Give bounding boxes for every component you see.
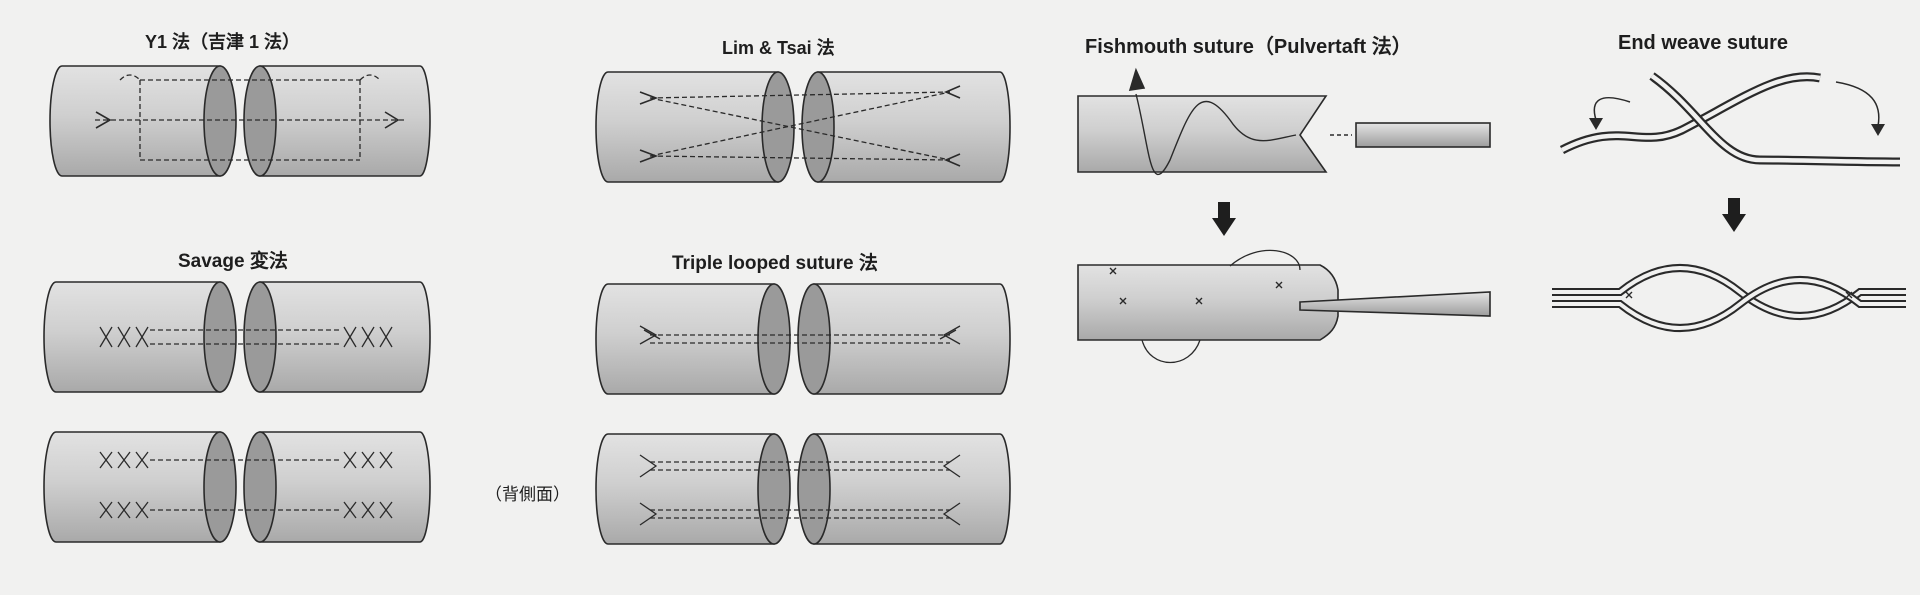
right-tendon bbox=[259, 431, 431, 543]
savage-figure bbox=[43, 281, 431, 393]
left-tendon-end bbox=[757, 283, 791, 395]
graft-tendon bbox=[1355, 122, 1491, 148]
suture-thread bbox=[1135, 93, 1297, 176]
triple-looped-figure bbox=[595, 283, 1011, 395]
triple-looped-dorsal-figure bbox=[595, 433, 1011, 545]
right-tendon bbox=[259, 281, 431, 393]
end-weave-figure-before bbox=[1559, 72, 1901, 167]
suture-lines bbox=[639, 454, 961, 526]
fishmouth-tendon bbox=[1077, 95, 1328, 173]
left-tendon-end bbox=[203, 431, 237, 543]
fishmouth-figure-after bbox=[1077, 249, 1491, 363]
left-tendon bbox=[43, 431, 221, 543]
right-tendon-end bbox=[243, 281, 277, 393]
fishmouth-label: Fishmouth suture（Pulvertaft 法） bbox=[1085, 36, 1412, 58]
suture-anchor bbox=[639, 85, 961, 167]
right-tendon-end bbox=[243, 65, 277, 177]
fishmouth-tendon bbox=[1077, 264, 1339, 341]
suture-lines bbox=[99, 326, 393, 348]
savage-label: Savage 変法 bbox=[178, 251, 288, 272]
fishmouth-figure-before bbox=[1077, 67, 1491, 176]
graft-tendon bbox=[1299, 291, 1491, 317]
suture-knots bbox=[1109, 267, 1283, 305]
suture-anchor bbox=[95, 111, 400, 129]
left-tendon bbox=[595, 71, 779, 183]
suture-lines bbox=[95, 74, 405, 161]
right-tendon bbox=[813, 433, 1011, 545]
end-weave-label: End weave suture bbox=[1618, 32, 1789, 54]
needle-tip bbox=[1128, 67, 1146, 91]
suture-lines bbox=[639, 325, 961, 345]
suture-loop bbox=[1229, 249, 1301, 271]
lim-tsai-label: Lim & Tsai 法 bbox=[722, 38, 835, 58]
end-weave-figure-after bbox=[1552, 264, 1906, 332]
savage-dorsal-figure bbox=[43, 431, 431, 543]
left-tendon-end bbox=[203, 65, 237, 177]
suture-lines bbox=[99, 451, 393, 519]
left-tendon-end bbox=[761, 71, 795, 183]
dorsal-view-label: （背側面） bbox=[485, 485, 570, 504]
suture-knots bbox=[1625, 291, 1853, 299]
y1-method-figure bbox=[49, 65, 431, 177]
left-tendon bbox=[43, 281, 221, 393]
right-tendon-end bbox=[797, 433, 831, 545]
y1-method-label: Y1 法（吉津 1 法） bbox=[145, 32, 301, 52]
right-tendon bbox=[259, 65, 431, 177]
curved-arrow-icon bbox=[1593, 81, 1880, 127]
right-tendon bbox=[813, 283, 1011, 395]
arrow-down-icon bbox=[1722, 198, 1746, 232]
right-tendon-end bbox=[797, 283, 831, 395]
left-tendon bbox=[49, 65, 221, 177]
arrow-down-icon bbox=[1212, 202, 1236, 236]
left-tendon-end bbox=[757, 433, 791, 545]
triple-looped-label: Triple looped suture 法 bbox=[672, 253, 878, 274]
left-tendon bbox=[595, 283, 775, 395]
left-tendon-end bbox=[203, 281, 237, 393]
lim-tsai-figure bbox=[595, 71, 1011, 183]
right-tendon bbox=[817, 71, 1011, 183]
right-tendon-end bbox=[801, 71, 835, 183]
right-tendon-end bbox=[243, 431, 277, 543]
left-tendon bbox=[595, 433, 775, 545]
suture-loop bbox=[1141, 339, 1201, 363]
